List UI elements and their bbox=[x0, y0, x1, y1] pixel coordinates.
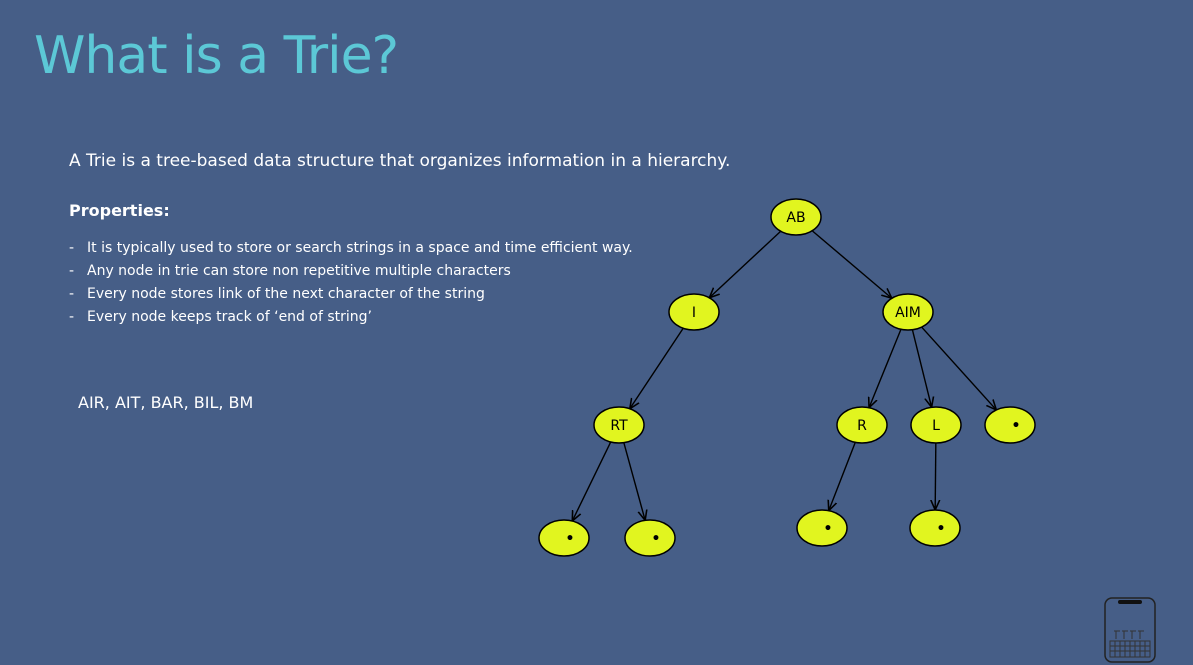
edge-ab-to-aim bbox=[811, 230, 892, 299]
node-shape bbox=[882, 293, 934, 331]
edge-aim-to-l bbox=[911, 329, 931, 408]
properties-list: It is typically used to store or search … bbox=[69, 240, 633, 332]
edge-i-to-rt bbox=[630, 327, 684, 409]
node-label: AB bbox=[786, 210, 805, 226]
end-of-string-marker: • bbox=[566, 531, 575, 547]
trie-node-end-rt-1: • bbox=[538, 519, 590, 557]
intro-text: A Trie is a tree-based data structure th… bbox=[69, 151, 731, 171]
trie-node-l: L bbox=[910, 406, 962, 444]
properties-heading: Properties: bbox=[69, 201, 170, 220]
example-words: AIR, AIT, BAR, BIL, BM bbox=[78, 393, 254, 412]
edge-rt-to-end-rt-1 bbox=[572, 441, 612, 521]
property-item: Every node stores link of the next chara… bbox=[69, 286, 633, 309]
edge-r-to-end-r bbox=[829, 442, 856, 510]
trie-node-rt: RT bbox=[593, 406, 645, 444]
trie-node-r: R bbox=[836, 406, 888, 444]
node-shape bbox=[770, 198, 822, 236]
node-label: RT bbox=[610, 418, 628, 434]
node-shape bbox=[538, 519, 590, 557]
property-item: It is typically used to store or search … bbox=[69, 240, 633, 263]
node-shape bbox=[796, 509, 848, 547]
edge-ab-to-i bbox=[709, 230, 782, 298]
node-label: I bbox=[692, 305, 696, 321]
edge-aim-to-r bbox=[869, 329, 902, 407]
node-label: L bbox=[932, 418, 940, 434]
edge-l-to-end-l bbox=[935, 442, 936, 510]
trie-node-end-r: • bbox=[796, 509, 848, 547]
slide-title: What is a Trie? bbox=[34, 26, 399, 86]
node-label: R bbox=[857, 418, 867, 434]
end-of-string-marker: • bbox=[937, 521, 946, 537]
property-item: Any node in trie can store non repetitiv… bbox=[69, 263, 633, 286]
node-shape bbox=[593, 406, 645, 444]
property-item: Every node keeps track of ‘end of string… bbox=[69, 309, 633, 332]
edge-aim-to-end-aim bbox=[921, 326, 997, 410]
node-shape bbox=[984, 406, 1036, 444]
edge-rt-to-end-rt-2 bbox=[623, 442, 645, 521]
trie-node-end-aim: • bbox=[984, 406, 1036, 444]
end-of-string-marker: • bbox=[824, 521, 833, 537]
node-shape bbox=[624, 519, 676, 557]
node-shape bbox=[909, 509, 961, 547]
trie-node-aim: AIM bbox=[882, 293, 934, 331]
end-of-string-marker: • bbox=[1012, 418, 1021, 434]
node-shape bbox=[910, 406, 962, 444]
trie-node-end-l: • bbox=[909, 509, 961, 547]
trie-node-ab: AB bbox=[770, 198, 822, 236]
trie-node-end-rt-2: • bbox=[624, 519, 676, 557]
node-shape bbox=[668, 293, 720, 331]
node-label: AIM bbox=[895, 305, 921, 321]
trie-node-i: I bbox=[668, 293, 720, 331]
end-of-string-marker: • bbox=[652, 531, 661, 547]
phone-keyboard-icon bbox=[1104, 597, 1156, 663]
node-shape bbox=[836, 406, 888, 444]
